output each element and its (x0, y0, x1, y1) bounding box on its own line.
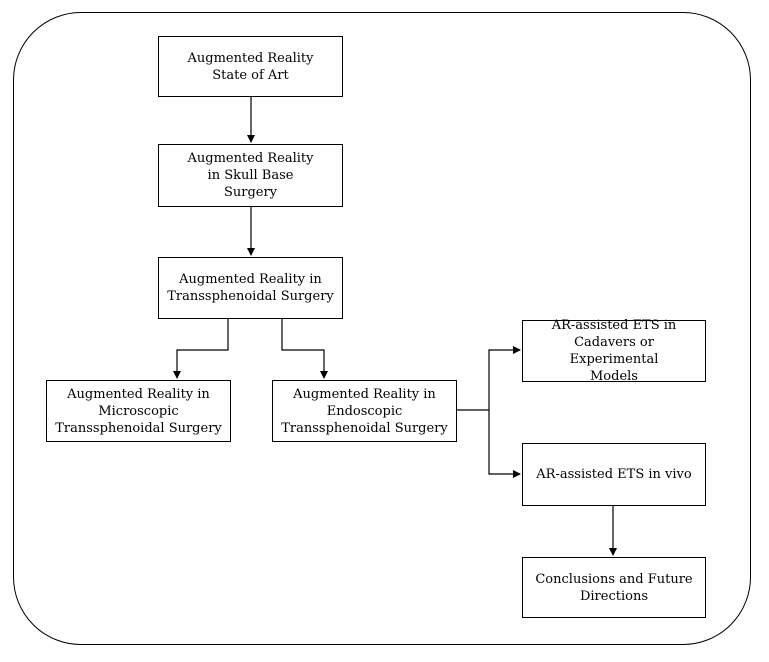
arrow-transsphenoidal-to-endoscopic (281, 319, 328, 379)
arrow-endoscopic-to-cadavers (488, 346, 521, 410)
arrow-endoscopic-to-in-vivo (488, 410, 521, 478)
node-conclusions-future-directions: Conclusions and Future Directions (522, 557, 706, 618)
arrow-transsphenoidal-to-microscopic (173, 319, 229, 379)
node-transsphenoidal-surgery: Augmented Reality in Transsphenoidal Sur… (158, 257, 343, 319)
node-endoscopic-transsphenoidal: Augmented Reality in Endoscopic Transsph… (272, 380, 457, 442)
diagram-frame (13, 12, 751, 645)
node-microscopic-transsphenoidal: Augmented Reality in Microscopic Transsp… (46, 380, 231, 442)
node-ar-ets-in-vivo: AR-assisted ETS in vivo (522, 443, 706, 506)
node-state-of-art: Augmented Reality State of Art (158, 36, 343, 97)
node-ar-ets-cadavers: AR-assisted ETS in Cadavers or Experimen… (522, 318, 706, 384)
node-skull-base-surgery: Augmented Reality in Skull Base Surgery (158, 144, 343, 207)
